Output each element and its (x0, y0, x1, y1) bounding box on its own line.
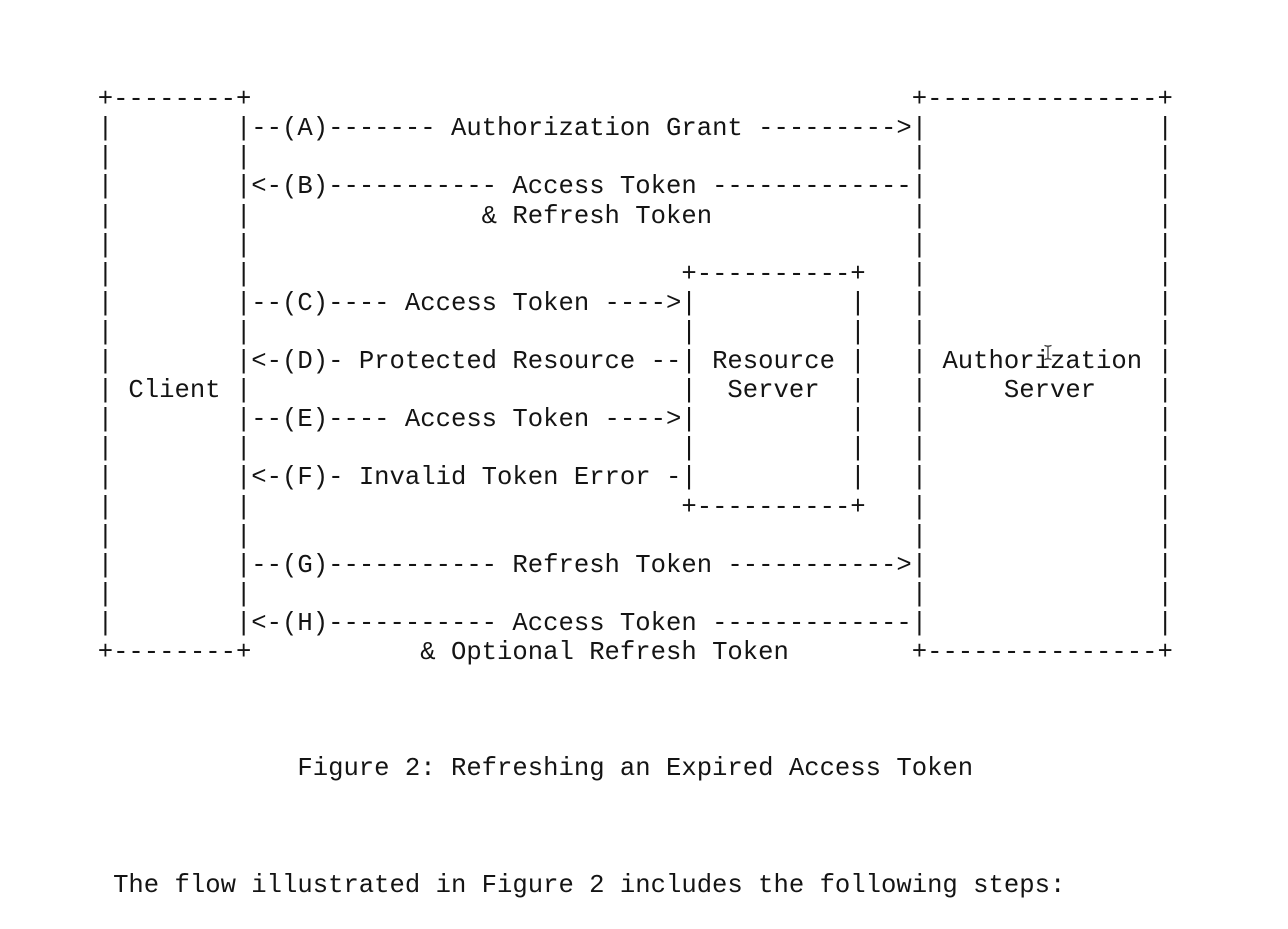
rfc-text-block: +--------+ +---------------+ | |--(A)---… (67, 27, 1173, 929)
oauth-token-refresh-flow-diagram: +--------+ +---------------+ | |--(A)---… (97, 85, 1173, 667)
body-paragraph: The flow illustrated in Figure 2 include… (113, 870, 1066, 900)
text-cursor-icon (1044, 344, 1052, 361)
figure-caption: Figure 2: Refreshing an Expired Access T… (297, 754, 974, 784)
document-page: { "page": { "background_color": "#ffffff… (97, 85, 1173, 900)
